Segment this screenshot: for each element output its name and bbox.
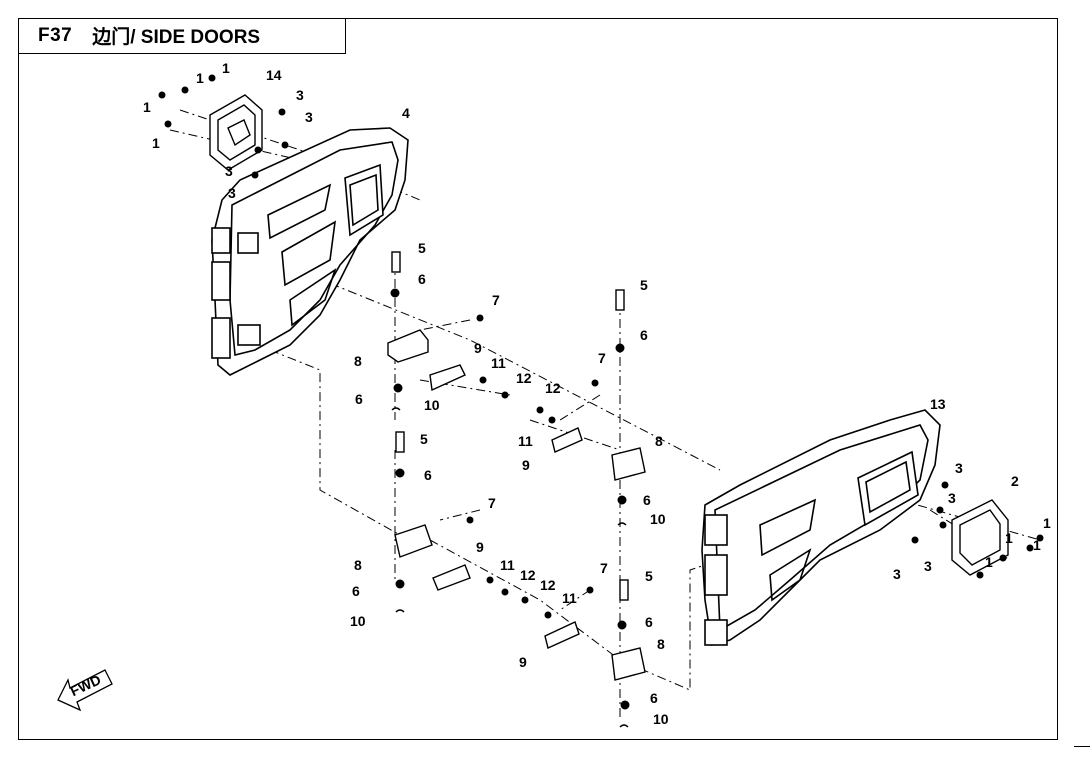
links (429, 364, 583, 649)
clips (391, 407, 629, 728)
label-3: 3 (305, 109, 313, 125)
label-9: 9 (522, 457, 530, 473)
label-7: 7 (488, 495, 496, 511)
label-1: 1 (222, 60, 230, 76)
label-11: 11 (500, 557, 515, 573)
label-6: 6 (643, 492, 651, 508)
label-5: 5 (418, 240, 426, 256)
part-labels: 1 1 1 1 14 3 3 3 3 4 5 6 7 8 9 11 12 6 1… (68, 60, 1051, 727)
label-12: 12 (545, 380, 561, 396)
label-8: 8 (657, 636, 665, 652)
label-6: 6 (640, 327, 648, 343)
label-6: 6 (424, 467, 432, 483)
label-6: 6 (418, 271, 426, 287)
label-1: 1 (1043, 515, 1051, 531)
label-13: 13 (930, 396, 946, 412)
page-title: 边门/ SIDE DOORS (92, 27, 261, 48)
title-block: F37 边门/ SIDE DOORS (18, 18, 346, 54)
drawing-frame (18, 18, 1058, 740)
label-1: 1 (196, 70, 204, 86)
label-9: 9 (474, 340, 482, 356)
figure-code: F37 (38, 24, 73, 46)
label-3: 3 (893, 566, 901, 582)
right-door-panel (701, 409, 941, 647)
label-3: 3 (228, 185, 236, 201)
label-9: 9 (476, 539, 484, 555)
label-8: 8 (354, 353, 362, 369)
label-14: 14 (266, 67, 282, 83)
label-6: 6 (355, 391, 363, 407)
label-8: 8 (354, 557, 362, 573)
fwd-arrow (57, 669, 113, 712)
label-1: 1 (985, 554, 993, 570)
label-5: 5 (645, 568, 653, 584)
label-3: 3 (955, 460, 963, 476)
label-7: 7 (492, 292, 500, 308)
label-3: 3 (948, 490, 956, 506)
label-7: 7 (598, 350, 606, 366)
label-10: 10 (350, 613, 366, 629)
label-4: 4 (402, 105, 410, 121)
label-7: 7 (600, 560, 608, 576)
label-1: 1 (1033, 537, 1041, 553)
label-6: 6 (650, 690, 658, 706)
label-6: 6 (352, 583, 360, 599)
bolts (391, 251, 629, 601)
hinges (387, 329, 646, 681)
label-6: 6 (645, 614, 653, 630)
label-1: 1 (143, 99, 151, 115)
label-3: 3 (924, 558, 932, 574)
label-11: 11 (562, 590, 577, 606)
label-3: 3 (225, 163, 233, 179)
label-9: 9 (519, 654, 527, 670)
label-10: 10 (650, 511, 666, 527)
label-11: 11 (491, 355, 506, 371)
label-3: 3 (296, 87, 304, 103)
label-11: 11 (518, 433, 533, 449)
left-latch-plate (209, 94, 263, 171)
left-door-panel (211, 127, 409, 376)
label-2: 2 (1011, 473, 1019, 489)
label-5: 5 (640, 277, 648, 293)
label-1: 1 (152, 135, 160, 151)
right-latch-plate (951, 499, 1009, 576)
label-12: 12 (516, 370, 532, 386)
label-12: 12 (540, 577, 556, 593)
label-10: 10 (424, 397, 440, 413)
fasteners (158, 74, 1044, 710)
label-12: 12 (520, 567, 536, 583)
label-8: 8 (655, 433, 663, 449)
label-5: 5 (420, 431, 428, 447)
corner-mark (1074, 746, 1090, 747)
label-1: 1 (1005, 530, 1013, 546)
label-10: 10 (653, 711, 669, 727)
